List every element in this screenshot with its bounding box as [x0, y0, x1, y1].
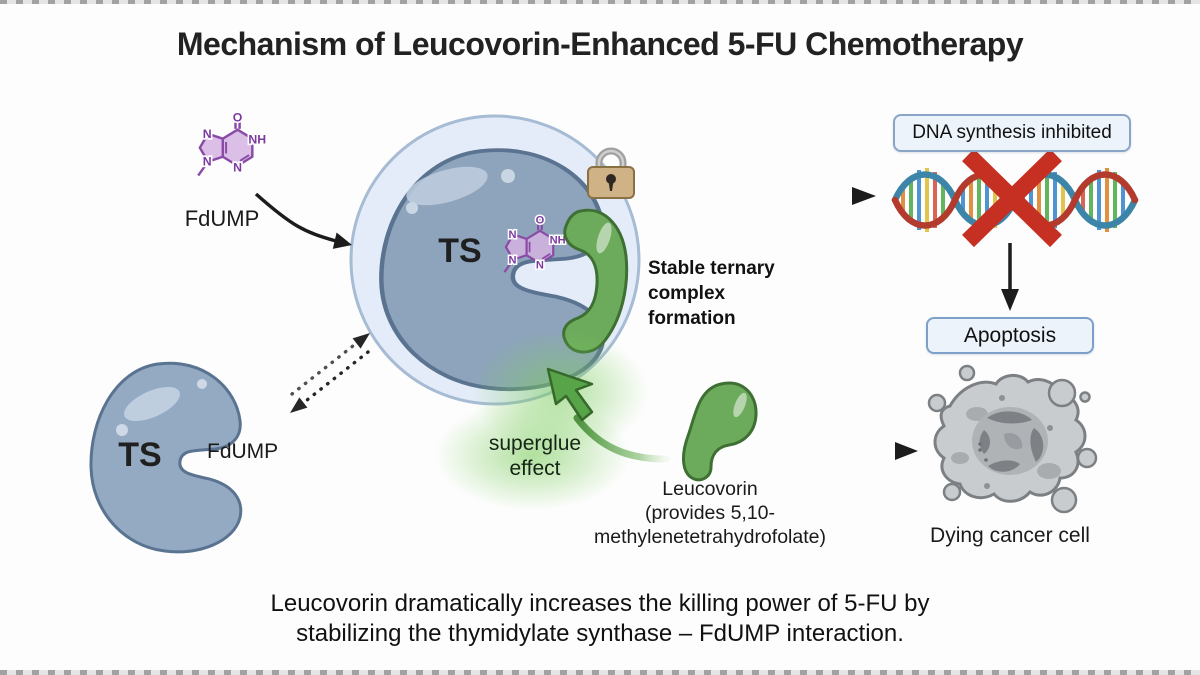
- apoptosis-box: Apoptosis: [926, 317, 1094, 354]
- dying-cancer-cell: [927, 364, 1098, 514]
- ts-free-label: TS: [118, 436, 162, 474]
- bottom-caption: Leucovorin dramatically increases the ki…: [0, 589, 1200, 649]
- apoptosis-box-label: Apoptosis: [963, 323, 1057, 347]
- free-fdump-label: FdUMP: [184, 206, 260, 231]
- red-x-icon: [962, 148, 1062, 248]
- caption-line1: Leucovorin dramatically increases the ki…: [270, 590, 930, 617]
- superglue-line2: effect: [509, 457, 561, 480]
- ts-enzyme-free-blob: [89, 361, 243, 554]
- dna-box-label: DNA synthesis inhibited: [912, 122, 1112, 143]
- dna-synthesis-inhibited-box: DNA synthesis inhibited: [893, 114, 1131, 152]
- leucovorin-label: Leucovorin (provides 5,10- methylenetetr…: [570, 477, 850, 549]
- caption-line2: stabilizing the thymidylate synthase – F…: [296, 620, 904, 647]
- padlock-icon: [587, 147, 635, 199]
- arrow-fdump-to-complex: [254, 192, 352, 249]
- stable-complex-annotation: Stable ternary complex formation: [648, 256, 818, 331]
- superglue-cursor-arrow: [546, 367, 670, 463]
- superglue-line1: superglue: [488, 432, 582, 455]
- ts-enzyme-bound-blob: [381, 150, 603, 389]
- equilibrium-dashed-arrows: [290, 333, 370, 413]
- leucovorin-line1: Leucovorin: [662, 478, 758, 500]
- diagram-title: Mechanism of Leucovorin-Enhanced 5-FU Ch…: [176, 26, 1024, 62]
- arrow-leucovorin-to-cell: [775, 442, 918, 460]
- leucovorin-line3: methylenetetrahydrofolate): [594, 526, 826, 548]
- ts-bound-label: TS: [438, 232, 482, 270]
- superglue-effect-label: superglue effect: [470, 431, 600, 481]
- bottom-border-strip: [0, 670, 1200, 675]
- stable-complex-line3: formation: [648, 308, 736, 329]
- mthf-green-crescent: [562, 208, 629, 354]
- leucovorin-bean: [682, 381, 758, 482]
- fdump-molecule-free: [196, 108, 268, 178]
- dying-cell-label: Dying cancer cell: [930, 524, 1090, 547]
- top-border-strip: [0, 0, 1200, 4]
- leucovorin-line2: (provides 5,10-: [644, 502, 776, 524]
- stable-complex-line1: Stable ternary: [648, 258, 775, 279]
- arrow-dna-to-apoptosis: [1001, 243, 1019, 311]
- arrow-complex-to-dna: [656, 187, 876, 205]
- stable-complex-line2: complex: [648, 283, 726, 304]
- fdump-bound-site-label: FdUMP: [207, 440, 279, 463]
